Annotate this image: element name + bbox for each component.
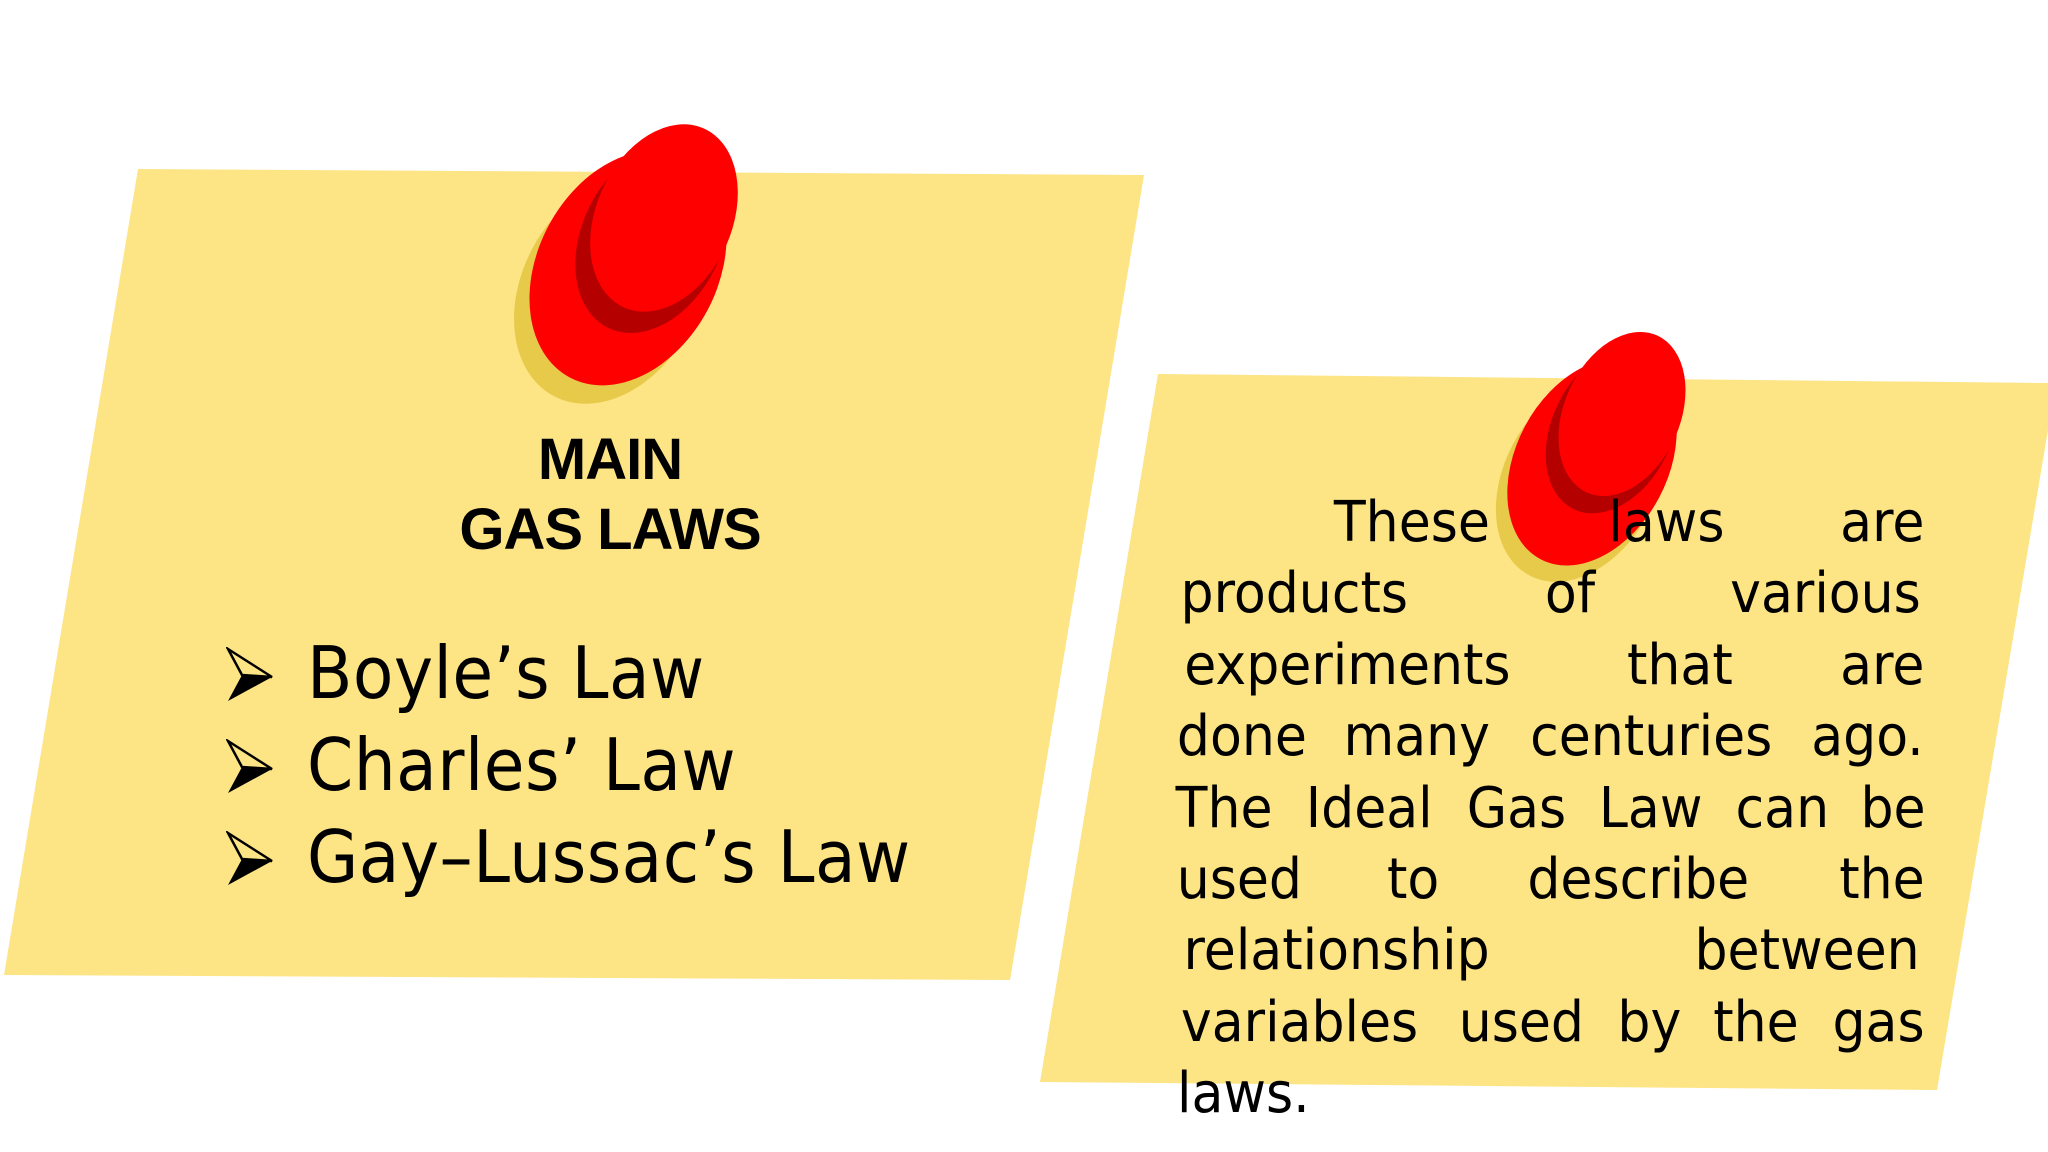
word: done [1176,704,1307,770]
paragraph-line: products of various [1172,558,1928,629]
paragraph-line: relationship between [1172,915,1928,986]
word: are [1840,490,1925,555]
word: The [1175,775,1273,841]
arrowhead-bullet-icon [226,739,273,793]
description-paragraph: These laws are products of various exper… [1172,487,1928,1130]
word: by [1617,989,1682,1055]
heading-main-gas-laws: MAIN GAS LAWS [380,425,840,565]
word: the [1839,846,1925,912]
list-item-label: Boyle’s Law [307,631,705,715]
word: of [1544,561,1595,627]
word: laws. [1176,1061,1310,1127]
word: ago. [1811,704,1924,770]
word: experiments [1184,632,1511,698]
word: various [1730,561,1921,627]
word: be [1860,775,1926,841]
paragraph-line: variables used by the gas [1172,987,1928,1058]
word: Ideal [1306,775,1434,841]
heading-line-1: MAIN [537,427,683,492]
word: between [1694,918,1920,984]
paragraph-line: used to describe the [1172,844,1928,915]
word: These [1333,490,1490,555]
word: Law [1599,775,1703,841]
word: used [1458,989,1584,1055]
arrowhead-bullet-icon [226,831,273,885]
paragraph-line: laws. [1172,1058,1928,1129]
word: can [1735,775,1830,841]
word: laws [1608,490,1725,555]
word: many [1343,704,1490,770]
word: Gas [1466,775,1567,841]
list-item-label: Charles’ Law [307,723,737,807]
list-item-label: Gay–Lussac’s Law [307,815,911,899]
word: used [1176,846,1302,912]
word: describe [1527,846,1750,912]
paragraph-line: These laws are [1172,487,1928,558]
word: the [1713,989,1800,1055]
word: gas [1832,989,1925,1055]
word: relationship [1183,918,1490,984]
paragraph-line: experiments that are [1172,630,1928,701]
heading-line-2: GAS LAWS [459,497,761,562]
paragraph-line: done many centuries ago. [1172,701,1928,772]
word: are [1840,632,1925,698]
word: centuries [1529,704,1773,770]
arrowhead-bullet-icon [226,647,273,701]
paragraph-line: The Ideal Gas Law can be [1172,773,1928,844]
word: that [1627,632,1734,698]
word: variables [1180,989,1419,1055]
word: to [1386,846,1440,912]
word: products [1180,561,1409,627]
